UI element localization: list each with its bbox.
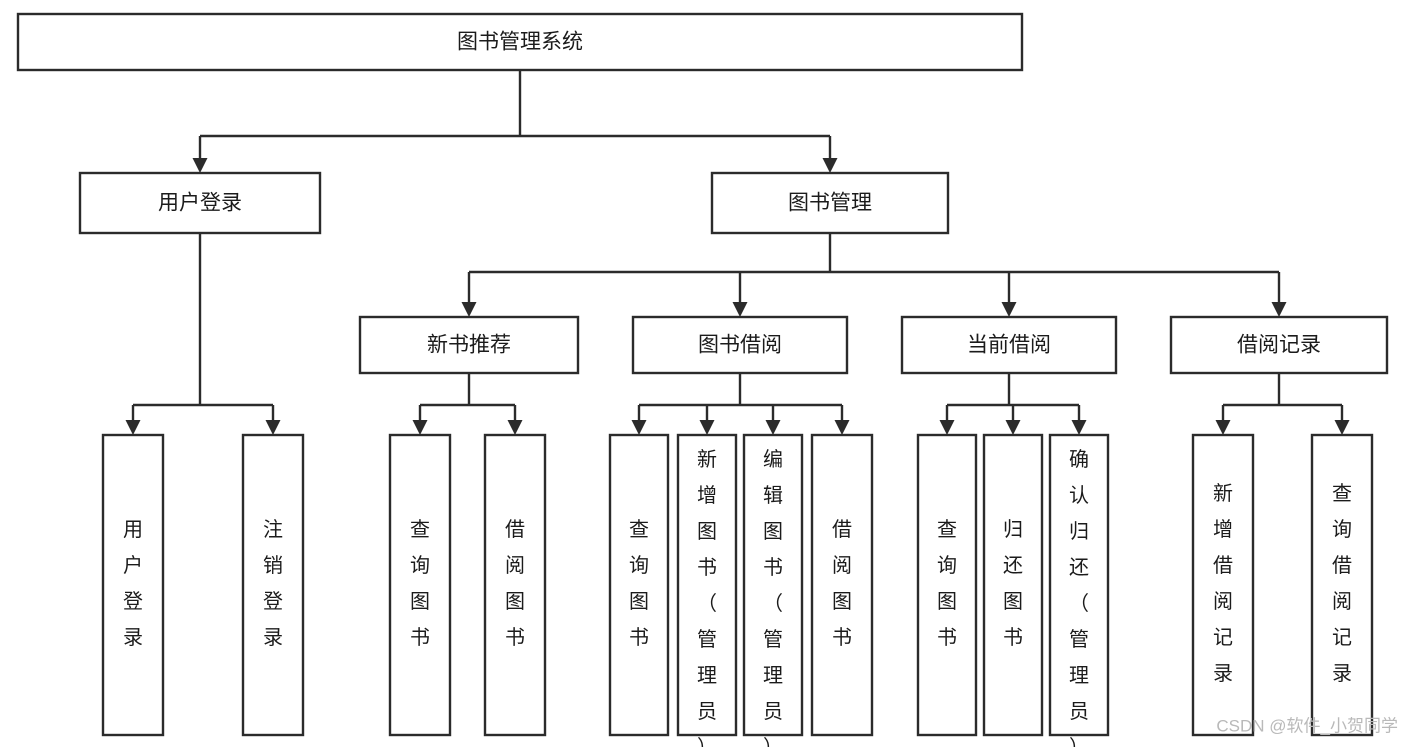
node-box[interactable] (1191, 433, 1255, 737)
node-box[interactable] (1169, 315, 1389, 375)
node-root[interactable]: 图书管理系统 (16, 12, 1024, 72)
node-label: 借阅图书 (832, 518, 852, 649)
arrow-head-icon (1215, 420, 1231, 435)
node-box[interactable] (916, 433, 978, 737)
node-box[interactable] (483, 433, 547, 737)
node-label: 借阅记录 (1237, 334, 1321, 357)
node-leaf-02[interactable]: 注销登录 (241, 433, 305, 737)
connector-group (412, 373, 523, 435)
node-label: 用户登录 (123, 519, 143, 649)
node-label: 当前借阅 (967, 334, 1051, 357)
node-box[interactable] (388, 433, 452, 737)
node-box[interactable] (101, 433, 165, 737)
node-label: 确认归还（管理员） (1069, 448, 1089, 747)
node-label: 归还图书 (1003, 518, 1023, 649)
arrow-head-icon (699, 420, 715, 435)
node-label: 新书推荐 (427, 334, 511, 357)
arrow-head-icon (834, 420, 850, 435)
arrow-head-icon (1005, 420, 1021, 435)
node-box[interactable] (900, 315, 1118, 375)
arrow-head-icon (765, 420, 781, 435)
node-box[interactable] (16, 12, 1024, 72)
node-label: 注销登录 (263, 518, 283, 649)
arrow-head-icon (1271, 302, 1287, 317)
node-leaf-10[interactable]: 归还图书 (982, 433, 1044, 737)
node-leaf-03[interactable]: 查询图书 (388, 433, 452, 737)
node-login[interactable]: 用户登录 (78, 171, 322, 235)
node-label: 查询图书 (410, 518, 430, 649)
connector-group (461, 233, 1287, 317)
node-current[interactable]: 当前借阅 (900, 315, 1118, 375)
node-leaf-11[interactable]: 确认归还（管理员） (1048, 433, 1110, 747)
arrow-head-icon (822, 158, 838, 173)
node-box[interactable] (676, 433, 738, 737)
arrow-head-icon (939, 420, 955, 435)
node-box[interactable] (982, 433, 1044, 737)
node-label: 图书管理 (788, 192, 872, 215)
node-label: 查询借阅记录 (1332, 482, 1352, 685)
node-box[interactable] (810, 433, 874, 737)
node-label: 查询图书 (937, 518, 957, 649)
node-leaf-12[interactable]: 新增借阅记录 (1191, 433, 1255, 737)
node-borrow[interactable]: 图书借阅 (631, 315, 849, 375)
node-label: 借阅图书 (505, 518, 525, 649)
arrow-head-icon (461, 302, 477, 317)
node-leaf-04[interactable]: 借阅图书 (483, 433, 547, 737)
node-box[interactable] (78, 171, 322, 235)
node-bookmgmt[interactable]: 图书管理 (710, 171, 950, 235)
arrow-head-icon (631, 420, 647, 435)
node-record[interactable]: 借阅记录 (1169, 315, 1389, 375)
connector-group (192, 70, 838, 173)
node-label: 查询图书 (629, 518, 649, 649)
node-newbook[interactable]: 新书推荐 (358, 315, 580, 375)
node-box[interactable] (742, 433, 804, 737)
arrow-head-icon (192, 158, 208, 173)
node-box[interactable] (1048, 433, 1110, 737)
node-box[interactable] (358, 315, 580, 375)
node-leaf-05[interactable]: 查询图书 (608, 433, 670, 737)
node-box[interactable] (608, 433, 670, 737)
arrow-head-icon (1001, 302, 1017, 317)
connector-layer (125, 70, 1350, 435)
node-label: 新增借阅记录 (1213, 482, 1233, 685)
node-box[interactable] (631, 315, 849, 375)
arrow-head-icon (1071, 420, 1087, 435)
connector-group (125, 233, 281, 435)
connector-group (1215, 373, 1350, 435)
node-box[interactable] (241, 433, 305, 737)
node-leaf-07[interactable]: 编辑图书（管理员） (742, 433, 804, 747)
connector-group (631, 373, 850, 435)
arrow-head-icon (1334, 420, 1350, 435)
node-label: 图书借阅 (698, 334, 782, 357)
node-label: 编辑图书（管理员） (763, 448, 783, 747)
watermark-label: CSDN @软件_小贺同学 (1216, 716, 1398, 735)
arrow-head-icon (125, 420, 141, 435)
arrow-head-icon (507, 420, 523, 435)
node-leaf-08[interactable]: 借阅图书 (810, 433, 874, 737)
node-leaf-13[interactable]: 查询借阅记录 (1310, 433, 1374, 737)
connector-group (939, 373, 1087, 435)
arrow-head-icon (265, 420, 281, 435)
node-label: 用户登录 (158, 192, 242, 215)
arrow-head-icon (732, 302, 748, 317)
node-leaf-01[interactable]: 用户登录 (101, 433, 165, 737)
node-box[interactable] (710, 171, 950, 235)
node-leaf-06[interactable]: 新增图书（管理员） (676, 433, 738, 747)
node-label: 图书管理系统 (457, 31, 583, 54)
node-box[interactable] (1310, 433, 1374, 737)
arrow-head-icon (412, 420, 428, 435)
node-label: 新增图书（管理员） (697, 448, 717, 747)
node-layer: 图书管理系统用户登录图书管理新书推荐图书借阅当前借阅借阅记录用户登录注销登录查询… (16, 12, 1389, 747)
node-leaf-09[interactable]: 查询图书 (916, 433, 978, 737)
